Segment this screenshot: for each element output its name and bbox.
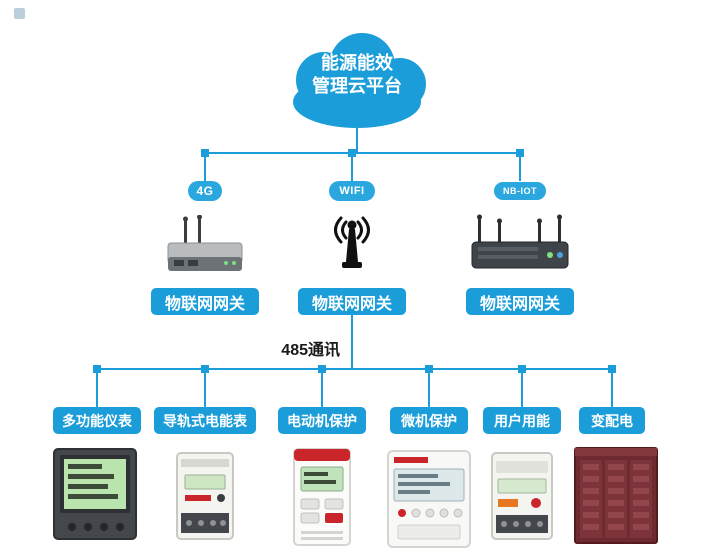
cloud-title-line1: 能源能效 [321,53,393,73]
multifunction-meter-image [53,448,137,540]
connector-line [611,369,613,407]
page-bullet-decoration [14,8,25,19]
connector-line [204,154,206,181]
device-label-din-rail-meter: 导轨式电能表 [154,407,256,434]
gateway-label-wifi: 物联网网关 [298,288,406,315]
badge-wifi: WIFI [329,181,375,201]
din-rail-energy-meter-image [176,452,234,540]
connector-node [516,149,524,157]
connector-line [351,154,353,181]
bus-485-label: 485通讯 [281,342,340,359]
cloud-icon [293,33,426,128]
motor-protection-image [293,448,351,546]
device-label-multifunction-meter: 多功能仪表 [53,407,141,434]
cloud-platform-title: 能源能效 管理云平台 [276,52,438,98]
badge-nb-iot: NB-IOT [494,182,546,200]
distribution-cabinet-image [574,447,658,544]
cloud-title-line2: 管理云平台 [312,76,402,96]
connector-node [348,149,356,157]
device-label-user-energy: 用户用能 [483,407,561,434]
badge-4g: 4G [188,181,222,201]
wifi-antenna-icon [334,216,370,268]
device-label-micro-protection: 微机保护 [390,407,468,434]
4g-router-icon [167,215,243,271]
connector-line [96,369,98,407]
device-label-motor-protection: 电动机保护 [278,407,366,434]
microcomputer-protection-image [387,450,471,548]
device-label-distribution: 变配电 [579,407,645,434]
gateway-label-4g: 物联网网关 [151,288,259,315]
connector-line [521,369,523,407]
connector-node [201,149,209,157]
connector-line [204,152,521,154]
nb-iot-router-icon [471,214,569,269]
gateway-label-nb-iot: 物联网网关 [466,288,574,315]
connector-line [351,315,353,369]
connector-line [356,127,358,153]
connector-line [428,369,430,407]
connector-line [321,369,323,407]
connector-line [519,154,521,181]
connector-line [204,369,206,407]
bus-line [96,368,613,370]
user-energy-meter-image [491,452,553,540]
